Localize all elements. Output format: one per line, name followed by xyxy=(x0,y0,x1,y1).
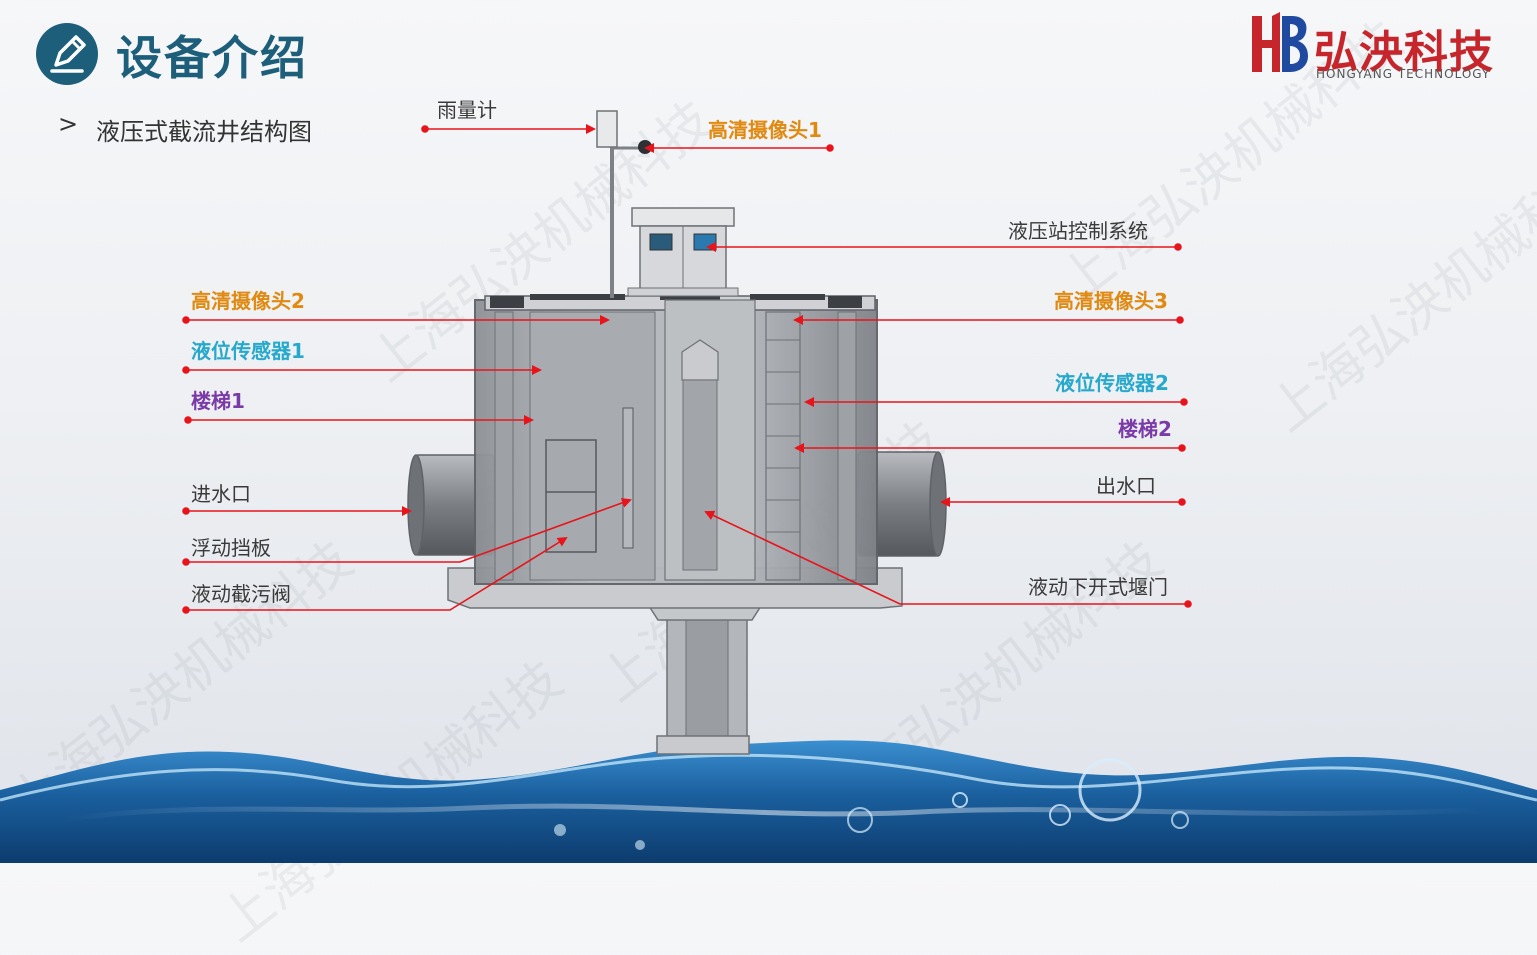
label-level-sensor2: 液位传感器2 xyxy=(1055,371,1169,395)
label-float-baffle: 浮动挡板 xyxy=(191,536,271,560)
pencil-icon xyxy=(36,23,98,85)
interceptor-well-drawing xyxy=(407,110,947,755)
label-camera2: 高清摄像头2 xyxy=(191,289,305,313)
label-level-sensor1: 液位传感器1 xyxy=(191,339,305,363)
label-hydraulic-control: 液压站控制系统 xyxy=(1008,219,1148,243)
label-camera3: 高清摄像头3 xyxy=(1054,289,1168,313)
chevron-right-icon: > xyxy=(58,110,79,138)
label-weir-gate: 液动下开式堰门 xyxy=(1028,575,1168,599)
logo-text: 弘泱科技 xyxy=(1314,27,1494,78)
label-rain-gauge: 雨量计 xyxy=(437,98,497,122)
company-logo-icon xyxy=(1252,12,1308,72)
label-inlet: 进水口 xyxy=(191,482,251,506)
page-subtitle: 液压式截流井结构图 xyxy=(96,118,312,146)
label-sewage-valve: 液动截污阀 xyxy=(191,582,291,606)
label-outlet: 出水口 xyxy=(1096,474,1156,498)
float-baffle-callout xyxy=(186,498,632,563)
callout-lines xyxy=(182,124,1192,614)
water-wave xyxy=(0,740,1537,863)
weir-gate-callout xyxy=(704,510,1188,605)
page-title: 设备介绍 xyxy=(116,31,308,85)
label-camera1: 高清摄像头1 xyxy=(708,118,822,142)
slide: 上海弘泱机械科技 上海弘泱机械科技 上海弘泱机械科技 上海弘泱机械科技 上海弘泱… xyxy=(0,10,1537,954)
logo-subtext: HONGYANG TECHNOLOGY xyxy=(1316,67,1491,81)
label-stairs2: 楼梯2 xyxy=(1118,417,1172,441)
sewage-valve-callout xyxy=(186,536,568,611)
label-stairs1: 楼梯1 xyxy=(191,389,245,413)
